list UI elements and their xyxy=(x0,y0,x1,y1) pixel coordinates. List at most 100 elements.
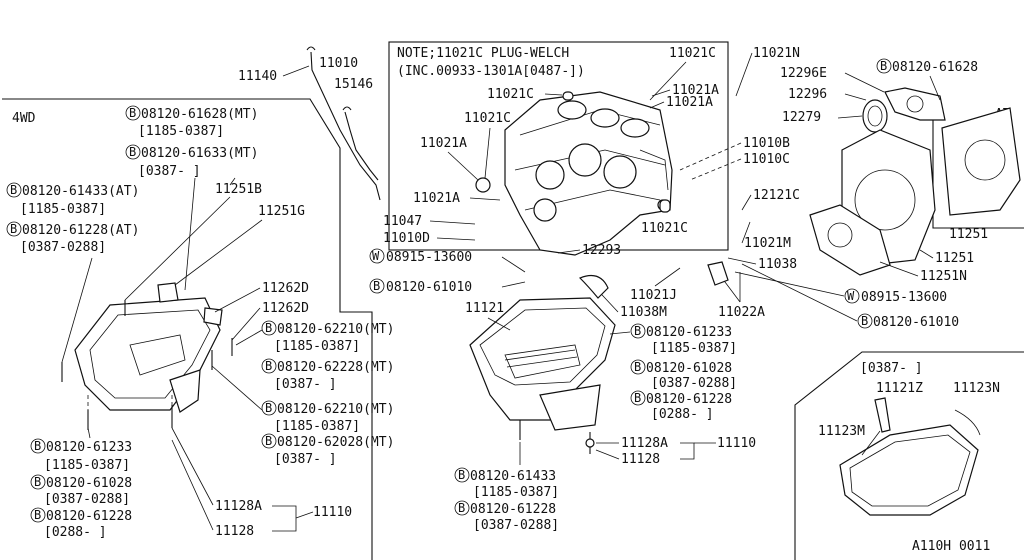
svg-text:[0387-0288]: [0387-0288] xyxy=(44,492,130,507)
svg-text:08120-61233: 08120-61233 xyxy=(646,325,732,340)
svg-text:08915-13600: 08915-13600 xyxy=(386,250,472,265)
bolt-ref-r14: B 08120-61228 [0288- ] xyxy=(630,390,732,422)
svg-text:B: B xyxy=(265,321,272,335)
bolt-ref-r18: B 08120-61010 xyxy=(369,278,472,295)
part-11110-label-center: 11110 xyxy=(717,436,756,451)
bolt-ref-r12: B 08120-61233 [1185-0387] xyxy=(630,323,737,356)
bolt-ref-r16: B 08120-61228 [0387-0288] xyxy=(454,500,559,533)
bolt-ref-r15: B 08120-61433 [1185-0387] xyxy=(454,467,559,500)
diagram-code: A110H 0011 xyxy=(912,539,990,554)
part-11010b-label: 11010B xyxy=(743,136,790,151)
note-line-2: (INC.00933-1301A[0487-]) xyxy=(397,64,585,79)
svg-text:08120-62210(MT): 08120-62210(MT) xyxy=(277,402,394,417)
part-11251b-label: 11251B xyxy=(215,182,262,197)
svg-text:08120-61433(AT): 08120-61433(AT) xyxy=(22,184,139,199)
svg-text:[0387- ]: [0387- ] xyxy=(274,377,337,392)
bolt-ref-r10: B 08120-61028 [0387-0288] xyxy=(30,474,132,507)
bolt-ref-r3: B 08120-61433(AT) [1185-0387] xyxy=(6,182,139,217)
svg-text:08120-61028: 08120-61028 xyxy=(646,361,732,376)
svg-text:08120-62228(MT): 08120-62228(MT) xyxy=(277,360,394,375)
svg-text:B: B xyxy=(373,279,380,293)
part-11021n-label: 11021N xyxy=(753,46,800,61)
part-11251n-label: 11251N xyxy=(920,269,967,284)
svg-text:[1185-0387]: [1185-0387] xyxy=(138,124,224,139)
part-11123n-label: 11123N xyxy=(953,381,1000,396)
part-11021a-label-4: 11021A xyxy=(413,191,460,206)
part-11021m-label: 11021M xyxy=(744,236,791,251)
part-11110-label-left: 11110 xyxy=(313,505,352,520)
part-11021a-label-3: 11021A xyxy=(420,136,467,151)
part-11121z-label: 11121Z xyxy=(876,381,923,396)
bolt-ref-r1: B 08120-61628(MT) [1185-0387] xyxy=(125,105,258,139)
part-11010c-label: 11010C xyxy=(743,152,790,167)
part-11251-label-at: 11251 xyxy=(949,227,988,242)
part-11021c-label-1: 11021C xyxy=(669,46,716,61)
inset-oil-pan-drawing xyxy=(839,397,981,516)
part-11021c-label-3: 11021C xyxy=(464,111,511,126)
svg-text:B: B xyxy=(129,145,136,159)
part-11262d-label-1: 11262D xyxy=(262,281,309,296)
svg-text:B: B xyxy=(265,434,272,448)
svg-text:08120-61228: 08120-61228 xyxy=(646,392,732,407)
part-11021c-label-2: 11021C xyxy=(487,87,534,102)
svg-text:B: B xyxy=(458,501,465,515)
svg-text:[0387- ]: [0387- ] xyxy=(274,452,337,467)
part-15146-label: 15146 xyxy=(334,77,373,92)
svg-text:[0387-0288]: [0387-0288] xyxy=(20,240,106,255)
part-11128-label-center: 11128 xyxy=(621,452,660,467)
svg-text:[0288- ]: [0288- ] xyxy=(44,525,107,540)
svg-text:[1185-0387]: [1185-0387] xyxy=(274,419,360,434)
part-12293-label: 12293 xyxy=(582,243,621,258)
part-11123m-label: 11123M xyxy=(818,424,865,439)
part-11047-label: 11047 xyxy=(383,214,422,229)
part-11021a-label-2: 11021A xyxy=(666,95,713,110)
svg-text:[1185-0387]: [1185-0387] xyxy=(44,458,130,473)
svg-text:08120-61433: 08120-61433 xyxy=(470,469,556,484)
center-oil-pan-drawing xyxy=(469,297,616,454)
part-11021a-label-1: 11021A xyxy=(672,83,719,98)
bolt-ref-r2: B 08120-61633(MT) [0387- ] xyxy=(125,144,258,179)
bolt-ref-r9: B 08120-61233 [1185-0387] xyxy=(30,438,132,473)
bolt-ref-r7: B 08120-62210(MT) [1185-0387] xyxy=(261,400,394,434)
part-11140-label: 11140 xyxy=(238,69,277,84)
svg-text:08120-61628: 08120-61628 xyxy=(892,60,978,75)
part-11021c-label-4: 11021C xyxy=(641,221,688,236)
inset-range-label: [0387- ] xyxy=(860,361,923,376)
svg-text:B: B xyxy=(634,324,641,338)
svg-text:B: B xyxy=(458,468,465,482)
svg-text:B: B xyxy=(10,222,17,236)
seal-and-plate-drawing xyxy=(809,87,1021,276)
svg-text:08120-61228(AT): 08120-61228(AT) xyxy=(22,223,139,238)
svg-text:W: W xyxy=(847,289,855,303)
svg-text:08120-61233: 08120-61233 xyxy=(46,440,132,455)
part-11128a-label-center: 11128A xyxy=(621,436,668,451)
svg-text:B: B xyxy=(861,314,868,328)
svg-text:08120-61010: 08120-61010 xyxy=(873,315,959,330)
svg-text:B: B xyxy=(634,391,641,405)
part-12279-label: 12279 xyxy=(782,110,821,125)
svg-text:[0387-0288]: [0387-0288] xyxy=(473,518,559,533)
bolt-ref-r8: B 08120-62028(MT) [0387- ] xyxy=(261,433,394,467)
svg-text:08120-61628(MT): 08120-61628(MT) xyxy=(141,107,258,122)
svg-text:[1185-0387]: [1185-0387] xyxy=(274,339,360,354)
part-11021j-label: 11021J xyxy=(630,288,677,303)
note-line-1: NOTE;11021C PLUG-WELCH xyxy=(397,46,569,61)
svg-text:[0387-0288]: [0387-0288] xyxy=(651,376,737,391)
four-wd-label: 4WD xyxy=(12,111,36,126)
dipstick-drawing xyxy=(306,46,381,201)
part-12121c-label: 12121C xyxy=(753,188,800,203)
svg-text:B: B xyxy=(265,401,272,415)
engine-block-drawing xyxy=(475,91,673,256)
svg-text:B: B xyxy=(34,439,41,453)
svg-text:B: B xyxy=(634,360,641,374)
svg-text:08120-61010: 08120-61010 xyxy=(386,280,472,295)
svg-text:B: B xyxy=(34,475,41,489)
part-12296e-label: 12296E xyxy=(780,66,827,81)
svg-text:08120-61228: 08120-61228 xyxy=(46,509,132,524)
part-11128a-label-left: 11128A xyxy=(215,499,262,514)
svg-text:B: B xyxy=(10,183,17,197)
part-11121-label: 11121 xyxy=(465,301,504,316)
part-11038-label: 11038 xyxy=(758,257,797,272)
part-11262d-label-2: 11262D xyxy=(262,301,309,316)
bolt-ref-r4: B 08120-61228(AT) [0387-0288] xyxy=(6,221,139,255)
